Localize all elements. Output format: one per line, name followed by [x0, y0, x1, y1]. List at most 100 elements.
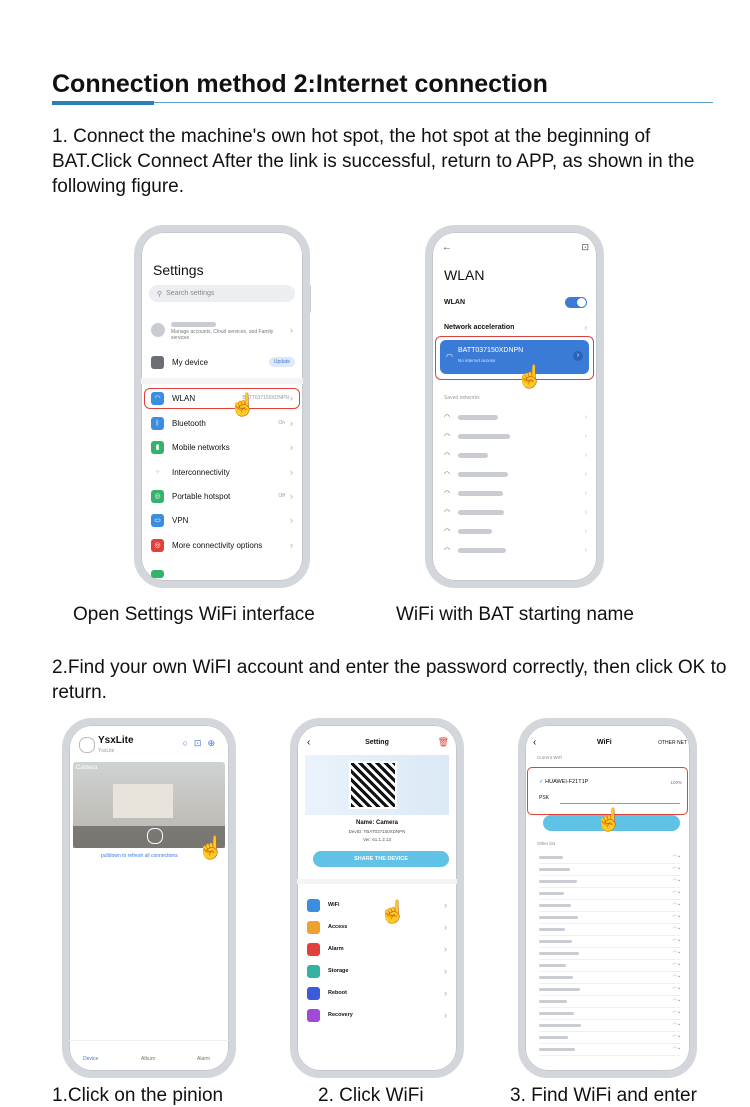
other-network-row[interactable]: ◠ ▪	[539, 983, 680, 996]
check-icon: ✓	[539, 779, 546, 785]
camera-label: Camera	[76, 765, 98, 771]
tab-alarm[interactable]: Alarm	[197, 1056, 211, 1062]
share-button[interactable]: SHARE THE DEVICE	[313, 851, 449, 867]
other-network-row[interactable]: ◠ ▪	[539, 1031, 680, 1044]
setting-item-wifi[interactable]: WiFi›	[297, 893, 457, 917]
more-connectivity-icon: ◎	[151, 538, 164, 552]
more-connectivity-row[interactable]: ◎More connectivity options›	[141, 533, 303, 557]
saved-network-row[interactable]: ◠›	[444, 424, 587, 448]
add-icon[interactable]: ⊕	[207, 738, 221, 748]
tab-device[interactable]: Device	[83, 1056, 99, 1062]
setting-icon	[307, 898, 320, 912]
other-network-row[interactable]: ◠ ▪	[539, 863, 680, 876]
other-network-row[interactable]: ◠ ▪	[539, 851, 680, 864]
other-network-row[interactable]: ◠ ▪	[539, 935, 680, 948]
header-icons[interactable]: ○⊡⊕	[182, 738, 221, 749]
app-phone: YsxLite YsxLite ○⊡⊕ Camera pulldown to r…	[62, 718, 236, 1078]
wifi-icon: ◠	[444, 528, 451, 535]
other-network-row[interactable]: ◠ ▪	[539, 1043, 680, 1056]
vpn-row[interactable]: ▭VPN›	[141, 508, 303, 532]
setting-label: Storage	[328, 968, 349, 974]
info-icon[interactable]: ›	[573, 351, 583, 361]
search-icon: ⚲	[157, 290, 163, 298]
other-network-row[interactable]: ◠ ▪	[539, 923, 680, 936]
saved-network-row[interactable]: ◠›	[444, 443, 587, 467]
current-ssid[interactable]: ✓ HUAWEI-F21T1P	[539, 779, 588, 785]
setting-item-access[interactable]: Access›	[297, 915, 457, 939]
ssid-blur	[539, 915, 578, 919]
mobile-label: Mobile networks	[172, 442, 230, 452]
wifi-title: WiFi	[597, 739, 612, 746]
ssid-text: HUAWEI-F21T1P	[545, 779, 589, 785]
mobile-networks-row[interactable]: ▮Mobile networks›	[141, 435, 303, 459]
setting-item-alarm[interactable]: Alarm ›	[297, 937, 457, 961]
saved-network-row[interactable]: ◠›	[444, 405, 587, 429]
saved-network-row[interactable]: ◠›	[444, 500, 587, 524]
refresh-hint: pulldown to refresh all connections	[101, 853, 178, 859]
saved-network-row[interactable]: ◠›	[444, 462, 587, 486]
wlan-toggle[interactable]	[565, 297, 587, 308]
network-acceleration[interactable]: Network acceleration	[444, 324, 515, 331]
setting-item-reboot[interactable]: Reboot›	[297, 981, 457, 1005]
setting-item-storage[interactable]: Storage›	[297, 959, 457, 983]
hotspot-icon: ◎	[151, 489, 164, 503]
other-network-row[interactable]: ◠ ▪	[539, 911, 680, 924]
bluetooth-value: On	[278, 420, 285, 426]
other-network-row[interactable]: ◠ ▪	[539, 1019, 680, 1032]
setting-label: Alarm	[328, 946, 344, 952]
hotspot-value: Off	[278, 493, 285, 499]
ok-button[interactable]	[543, 815, 680, 831]
delete-icon[interactable]: 🗑	[437, 737, 449, 747]
back-icon[interactable]: ‹	[307, 737, 311, 748]
back-arrow-icon[interactable]: ←	[442, 242, 452, 253]
app-name: YsxLite	[98, 735, 134, 746]
connected-network[interactable]: ◠ BATT037150XDNPN No internet access ›	[440, 340, 589, 374]
device-icon	[151, 355, 164, 369]
saved-network-row[interactable]: ◠›	[444, 481, 587, 505]
avatar	[151, 323, 165, 337]
saved-network-row[interactable]: ◠›	[444, 538, 587, 562]
ssid-blur	[458, 471, 509, 477]
other-network-row[interactable]: ◠ ▪	[539, 947, 680, 960]
other-network-row[interactable]: ◠ ▪	[539, 887, 680, 900]
back-icon[interactable]: ‹	[533, 737, 537, 748]
setting-item-recovery[interactable]: Recovery›	[297, 1003, 457, 1027]
pointer-hand-icon: ☝	[197, 835, 225, 860]
signal-value: 100%	[670, 780, 682, 785]
other-network-row[interactable]: ◠ ▪	[539, 1007, 680, 1020]
wifi-icon: ◠	[444, 509, 451, 516]
other-network-row[interactable]: ◠ ▪	[539, 959, 680, 972]
other-network-row[interactable]: ◠ ▪	[539, 995, 680, 1008]
ssid-blur	[539, 1035, 568, 1039]
ssid-blur	[458, 433, 511, 439]
account-row[interactable]: Manage accounts, Cloud services, and Fam…	[141, 316, 303, 344]
scan-icon[interactable]: ⊡	[581, 242, 589, 252]
camera-preview[interactable]: Camera	[73, 762, 225, 848]
other-network-row[interactable]: ◠ ▪	[539, 971, 680, 984]
other-network-row[interactable]: ◠ ▪	[539, 899, 680, 912]
scan-icon[interactable]: ⊡	[193, 738, 208, 748]
ssid-blur	[539, 927, 565, 931]
chevron-right-icon: ›	[444, 944, 447, 954]
interconnectivity-row[interactable]: ⁘Interconnectivity›	[141, 460, 303, 484]
ssid-blur	[539, 1011, 574, 1015]
my-device-row[interactable]: My device Update	[141, 350, 303, 374]
other-network-row[interactable]: ◠ ▪	[539, 875, 680, 888]
pointer-hand-icon: ☝	[229, 392, 257, 417]
saved-network-row[interactable]: ◠›	[444, 519, 587, 543]
ssid-blur	[539, 999, 567, 1003]
update-badge[interactable]: Update	[268, 357, 295, 367]
tab-album[interactable]: Album	[141, 1056, 156, 1062]
other-net-button[interactable]: OTHER NET	[658, 740, 687, 746]
search-icon[interactable]: ○	[182, 738, 194, 748]
chevron-right-icon: ›	[290, 393, 293, 403]
play-icon[interactable]	[147, 828, 163, 844]
wlan-highlight	[144, 388, 300, 409]
search-input[interactable]: ⚲Search settings	[149, 285, 295, 302]
psk-input[interactable]	[560, 803, 680, 804]
wifi-signal-icon: ◠ ▪	[672, 926, 680, 932]
wifi-icon: ◠	[444, 471, 451, 478]
